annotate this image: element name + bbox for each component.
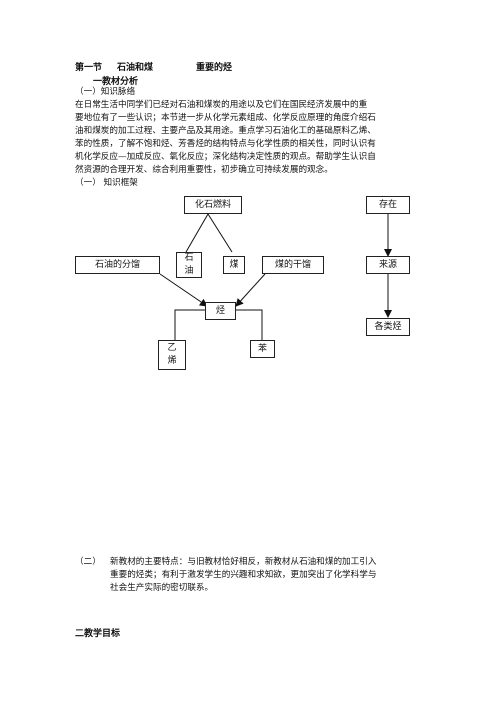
box-ethylene: 乙 烯 (158, 340, 186, 370)
paragraph-line: 苯的性质，了解不饱和烃、芳香烃的结构特点与化学性质的相关性，同时认识有 (75, 139, 376, 149)
section-title-topic: 重要的烃 (196, 63, 233, 73)
paragraph-line: 要地位有了一些认识；本节进一步从化学元素组成、化学反应原理的角度介绍石 (75, 113, 376, 123)
box-exist: 存在 (366, 196, 410, 214)
paragraph-line: 在日常生活中同学们已经对石油和煤炭的用途以及它们在国民经济发展中的重 (75, 100, 368, 110)
box-oil-char: 油 (184, 266, 194, 276)
box-coal-distillation: 煤的干馏 (262, 256, 324, 274)
section-title-name: 石油和煤 (117, 63, 154, 73)
section-title-number: 第一节 (75, 63, 103, 73)
point2-text: 新教材的主要特点：与旧教材恰好相反，新教材从石油和煤的加工引入 重要的烃类；有利… (110, 556, 440, 595)
point2-label: （二） (75, 557, 101, 567)
paragraph-line: 然资源的合理开发、综合利用重要性，初步确立可持续发展的观念。 (75, 165, 333, 175)
box-oil-distillation: 石油的分馏 (75, 256, 160, 274)
subheading-knowledge-framework: （一） 知识框架 (75, 178, 138, 188)
box-hydrocarbon-kinds: 各类烃 (366, 318, 410, 336)
box-benzene: 苯 (250, 340, 275, 358)
box-fossil-fuel: 化石燃料 (184, 196, 242, 214)
box-coal: 煤 (223, 256, 245, 274)
heading-textbook-analysis: 一教材分析 (93, 77, 139, 87)
subheading-knowledge-context: （一）知识脉络 (75, 87, 136, 97)
point2-line: 社会生产实际的密切联系。 (110, 583, 214, 593)
heading-teaching-goals: 二教学目标 (75, 629, 121, 639)
box-hydrocarbon: 烃 (205, 302, 236, 320)
box-source: 来源 (366, 256, 410, 274)
paragraph-line: 油和煤炭的加工过程、主要产品及其用途。重点学习石油化工的基础原料乙烯、 (75, 126, 376, 136)
paragraph-overview: 在日常生活中同学们已经对石油和煤炭的用途以及它们在国民经济发展中的重 要地位有了… (75, 99, 435, 177)
box-ethylene-char: 烯 (167, 356, 177, 366)
point2-line: 重要的烃类；有利于激发学生的兴趣和求知欲，更加突出了化学科学与 (110, 570, 377, 580)
point2-line: 新教材的主要特点：与旧教材恰好相反，新教材从石油和煤的加工引入 (110, 557, 377, 567)
paragraph-line: 机化学反应—加成反应、氧化反应；深化结构决定性质的观点。帮助学生认识自 (75, 152, 376, 162)
box-oil: 石 油 (176, 252, 202, 278)
box-oil-char: 石 (184, 253, 194, 263)
box-ethylene-char: 乙 (167, 343, 177, 353)
